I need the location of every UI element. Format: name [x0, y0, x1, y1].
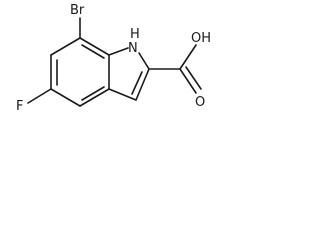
double-bond-c4-c3a	[81, 86, 105, 101]
bond-c5-c4	[50, 88, 81, 107]
bond-c4-c3a	[79, 88, 110, 107]
atom-label-fluorine: F	[16, 99, 23, 114]
bond-c5-f	[27, 88, 52, 104]
bond-c7a-n1	[108, 47, 129, 56]
double-bond-c7a-c7	[81, 44, 105, 59]
atom-label-nitrogen-hydrogen: H	[130, 27, 140, 42]
bond-carboxyl-c-o	[179, 68, 197, 94]
bond-c7-c6	[50, 37, 81, 56]
atom-label-nitrogen: N	[128, 41, 138, 56]
carboxylic-acid-group	[148, 44, 202, 94]
bond-n1-c2	[138, 52, 150, 70]
pyrrole-ring	[108, 47, 150, 101]
bond-c7a-c7	[79, 37, 110, 56]
atom-label-bromine: Br	[70, 3, 85, 18]
benzene-ring	[50, 37, 110, 107]
atom-label-hydroxyl: OH	[191, 31, 211, 46]
bond-c2-c3	[135, 68, 150, 101]
structure-diagram: Br H N F OH O	[16, 3, 211, 114]
bond-carboxyl-c-oh	[179, 44, 197, 70]
atom-label-carbonyl-oxygen: O	[195, 95, 205, 110]
double-bond-c2-c3	[131, 71, 143, 95]
bond-c3-c3a	[108, 88, 137, 101]
double-bond-carboxyl-c-o	[185, 66, 202, 90]
